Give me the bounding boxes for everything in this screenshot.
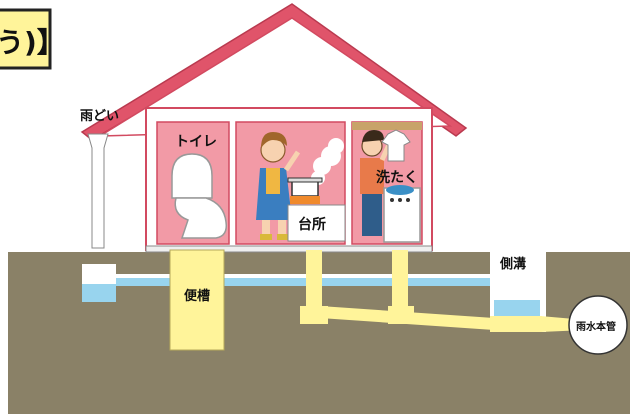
laundry-label: 洗たく: [376, 169, 418, 186]
toilet-icon: [171, 153, 228, 239]
shirt-icon: [381, 129, 411, 162]
rainwater-main: 雨水本管: [568, 295, 628, 355]
cook-person-icon: [256, 132, 301, 240]
washing-machine-icon: [383, 185, 421, 243]
kitchen-room: 台所: [235, 121, 346, 245]
laundry-person-icon: [360, 130, 395, 236]
pot-icon: [287, 177, 323, 204]
toilet-label: トイレ: [175, 134, 217, 150]
septic-tank: 便槽: [169, 249, 225, 351]
gutter-label: 側溝: [499, 256, 526, 272]
downspout: 雨どい: [80, 109, 119, 249]
kitchen-label: 台所: [298, 216, 326, 233]
toilet-room: トイレ: [156, 121, 230, 245]
septic-label: 便槽: [184, 288, 210, 304]
laundry-room: 洗たく: [351, 121, 423, 245]
downspout-label: 雨どい: [80, 109, 119, 124]
title-text: う)】: [0, 26, 65, 59]
main-label: 雨水本管: [576, 320, 616, 333]
title-box: う)】: [0, 8, 65, 70]
